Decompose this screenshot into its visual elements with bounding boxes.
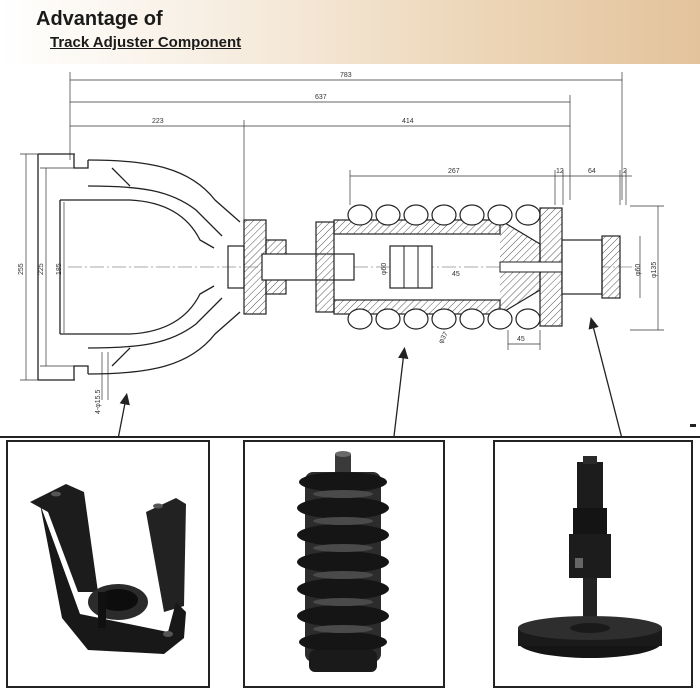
technical-drawing: 783 637 223 414 267 12 64 2 255 225 185 … (0, 64, 700, 471)
piston-rod (261, 253, 355, 281)
section-divider (0, 436, 700, 438)
dim-total-length: 783 (340, 72, 352, 79)
dim-spring-length: 267 (448, 168, 460, 175)
dim-height-mid: 225 (38, 263, 45, 275)
drawing-svg: 783 637 223 414 267 12 64 2 255 225 185 … (18, 72, 696, 471)
dim-piston-dia: 45 (452, 271, 460, 278)
corner-mark (690, 424, 696, 427)
end-cap-photo (493, 440, 693, 688)
dimension-labels: 783 637 223 414 267 12 64 2 255 225 185 … (18, 72, 658, 414)
dim-gap-small: 12 (556, 168, 564, 175)
dimension-lines (20, 72, 664, 400)
dim-end-gap: 2 (623, 168, 627, 175)
dim-hole-spec: 4-φ15.5 (95, 390, 102, 414)
dim-main-length: 637 (315, 94, 327, 101)
dim-spring-wire: φ37 (438, 331, 450, 345)
dim-rod-dia: φ60 (635, 264, 642, 276)
cylinder-section (315, 219, 541, 315)
leader-arrows (111, 316, 629, 471)
page-subtitle: Track Adjuster Component (50, 34, 242, 51)
dim-bore-dia: φ60 (381, 263, 388, 275)
dim-nut-width: 45 (517, 336, 525, 343)
yoke-drawing (37, 153, 241, 381)
yoke-photo (6, 440, 210, 688)
dim-end-dia: φ135 (651, 262, 658, 278)
dim-end-length: 64 (588, 168, 596, 175)
end-cap-illustration (518, 456, 662, 658)
spring-illustration (297, 451, 389, 672)
spring-coils (347, 204, 541, 330)
yoke-illustration (30, 484, 186, 654)
end-cap-section (499, 207, 621, 327)
page-title: Advantage of (36, 8, 163, 30)
dim-yoke-length: 223 (152, 118, 164, 125)
dim-height-outer: 255 (18, 263, 25, 275)
dim-cylinder-length: 414 (402, 118, 414, 125)
spring-photo (243, 440, 445, 688)
header-banner: Advantage of Track Adjuster Component (0, 0, 700, 64)
